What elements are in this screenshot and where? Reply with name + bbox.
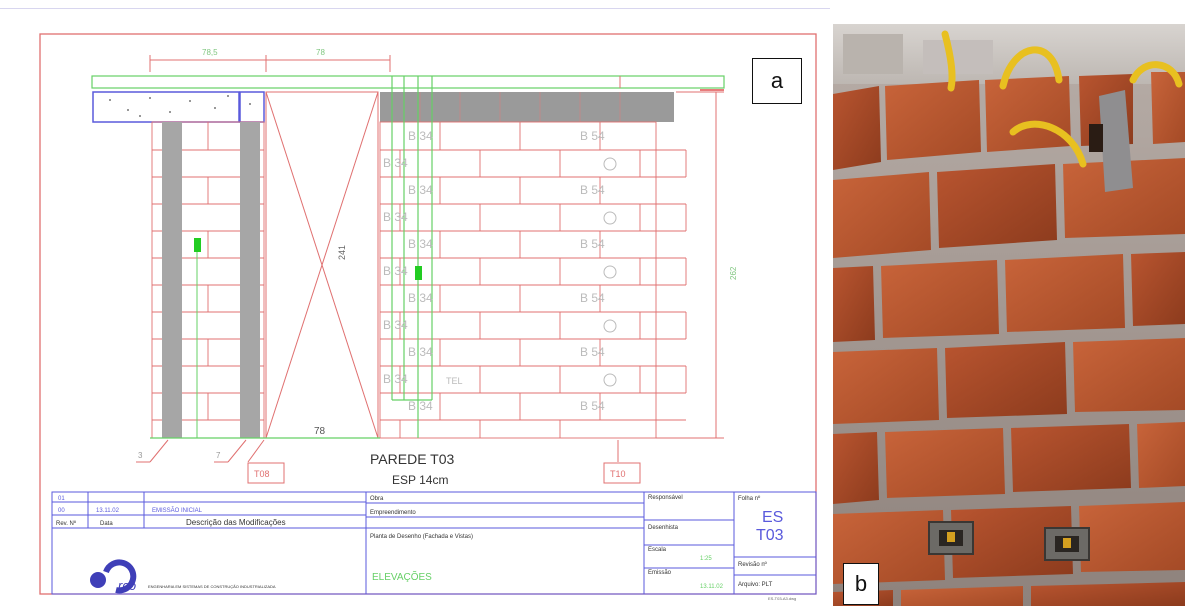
grouted-cell-left-2 bbox=[240, 122, 260, 438]
dim-bottom: 78 bbox=[314, 426, 326, 437]
tag-right: T10 bbox=[610, 469, 626, 479]
top-beam-outline bbox=[91, 75, 725, 89]
outlet-circles bbox=[603, 157, 617, 387]
svg-text:Emissão: Emissão bbox=[648, 570, 672, 576]
block-label: B 34 bbox=[383, 318, 408, 332]
block-label: B 54 bbox=[580, 237, 605, 251]
block-label: B 54 bbox=[580, 183, 605, 197]
leaders bbox=[136, 439, 641, 484]
electrical-boxes bbox=[928, 521, 1090, 561]
door-opening bbox=[265, 91, 379, 439]
block-label: B 34 bbox=[383, 264, 408, 278]
block-label: B 34 bbox=[408, 291, 433, 305]
svg-text:Rev. Nº: Rev. Nº bbox=[56, 520, 77, 527]
svg-text:Folha nº: Folha nº bbox=[738, 495, 761, 502]
elevation-drawing: 78,5 78 bbox=[39, 33, 817, 601]
block-label: B 54 bbox=[580, 129, 605, 143]
svg-text:Planta de Desenho (Fachada e V: Planta de Desenho (Fachada e Vistas) bbox=[370, 534, 473, 540]
conduit-lines bbox=[391, 76, 433, 438]
concrete-lintel-left bbox=[92, 91, 240, 123]
svg-text:ENGENHARIA EM SISTEMAS DE CONS: ENGENHARIA EM SISTEMAS DE CONSTRUÇÃO IND… bbox=[148, 584, 276, 589]
svg-text:Revisão nº: Revisão nº bbox=[738, 561, 768, 568]
panel-label-a: a bbox=[752, 58, 802, 104]
block-labels: B 34 B 54 B 34 B 34 B 54 B 34 B 34 B 54 … bbox=[383, 129, 605, 413]
svg-text:ELEVAÇÕES: ELEVAÇÕES bbox=[372, 570, 432, 583]
svg-text:3: 3 bbox=[138, 451, 143, 460]
grouted-cell-left-1 bbox=[162, 122, 182, 438]
brick-rows bbox=[833, 72, 1185, 606]
block-label: B 34 bbox=[408, 129, 433, 143]
electrical-box-right bbox=[415, 266, 422, 280]
dim-top-2: 78 bbox=[316, 48, 325, 57]
block-label: B 34 bbox=[383, 372, 408, 386]
title-block-text: 01 00 13.11.02 EMISSÃO INICIAL Rev. Nº D… bbox=[56, 495, 796, 601]
svg-text:Responsável: Responsável bbox=[648, 495, 683, 501]
block-label: B 54 bbox=[580, 345, 605, 359]
dim-top-1: 78,5 bbox=[202, 48, 218, 57]
block-label: B 54 bbox=[580, 399, 605, 413]
svg-text:Escala: Escala bbox=[648, 547, 667, 553]
svg-text:rco: rco bbox=[118, 578, 136, 593]
svg-text:13.11.02: 13.11.02 bbox=[96, 508, 120, 514]
dim-vertical-center: 241 bbox=[337, 245, 347, 260]
company-logo: rco bbox=[90, 559, 137, 594]
block-label: B 34 bbox=[408, 345, 433, 359]
svg-text:1:25: 1:25 bbox=[700, 556, 712, 562]
svg-text:00: 00 bbox=[58, 508, 65, 514]
masonry-drawing-panel: 78,5 78 bbox=[0, 8, 830, 601]
svg-text:Obra: Obra bbox=[370, 496, 384, 502]
wall-thickness: ESP 14cm bbox=[392, 473, 448, 487]
svg-text:Desenhista: Desenhista bbox=[648, 525, 679, 531]
tag-left: T08 bbox=[254, 469, 270, 479]
top-divider bbox=[0, 8, 830, 9]
block-label: B 34 bbox=[383, 156, 408, 170]
block-label: B 34 bbox=[408, 183, 433, 197]
right-wall-courses bbox=[379, 121, 687, 439]
masonry-photo-panel bbox=[833, 24, 1185, 606]
block-label: B 34 bbox=[408, 399, 433, 413]
title-block bbox=[51, 491, 817, 595]
svg-text:7: 7 bbox=[216, 451, 221, 460]
svg-text:13.11.02: 13.11.02 bbox=[700, 584, 724, 590]
svg-text:Empreendimento: Empreendimento bbox=[370, 510, 416, 516]
block-label: B 34 bbox=[383, 210, 408, 224]
bond-beam-course bbox=[380, 92, 674, 122]
sheet-code-2: T03 bbox=[756, 527, 784, 544]
block-label: B 34 bbox=[408, 237, 433, 251]
svg-text:01: 01 bbox=[58, 496, 65, 502]
block-label: B 54 bbox=[580, 291, 605, 305]
lintel-texture bbox=[109, 95, 251, 117]
tel-label: TEL bbox=[446, 376, 463, 386]
yellow-conduits bbox=[941, 30, 1183, 168]
svg-text:Data: Data bbox=[100, 521, 113, 527]
svg-text:Arquivo: PLT: Arquivo: PLT bbox=[738, 582, 773, 588]
wall-title: PAREDE T03 bbox=[370, 451, 455, 467]
panel-label-b: b bbox=[843, 563, 879, 605]
grouted-cell bbox=[1099, 90, 1133, 192]
svg-text:Descrição das Modificações: Descrição das Modificações bbox=[186, 518, 286, 527]
electrical-box-left bbox=[194, 238, 201, 252]
sheet-code-1: ES bbox=[762, 509, 783, 526]
svg-text:EMISSÃO INICIAL: EMISSÃO INICIAL bbox=[152, 507, 203, 514]
brick-wall-photo bbox=[833, 24, 1185, 606]
svg-text:ES-T03-A3.dwg: ES-T03-A3.dwg bbox=[768, 596, 796, 601]
dim-vertical-right: 262 bbox=[729, 266, 738, 280]
top-dimensions bbox=[149, 55, 391, 72]
